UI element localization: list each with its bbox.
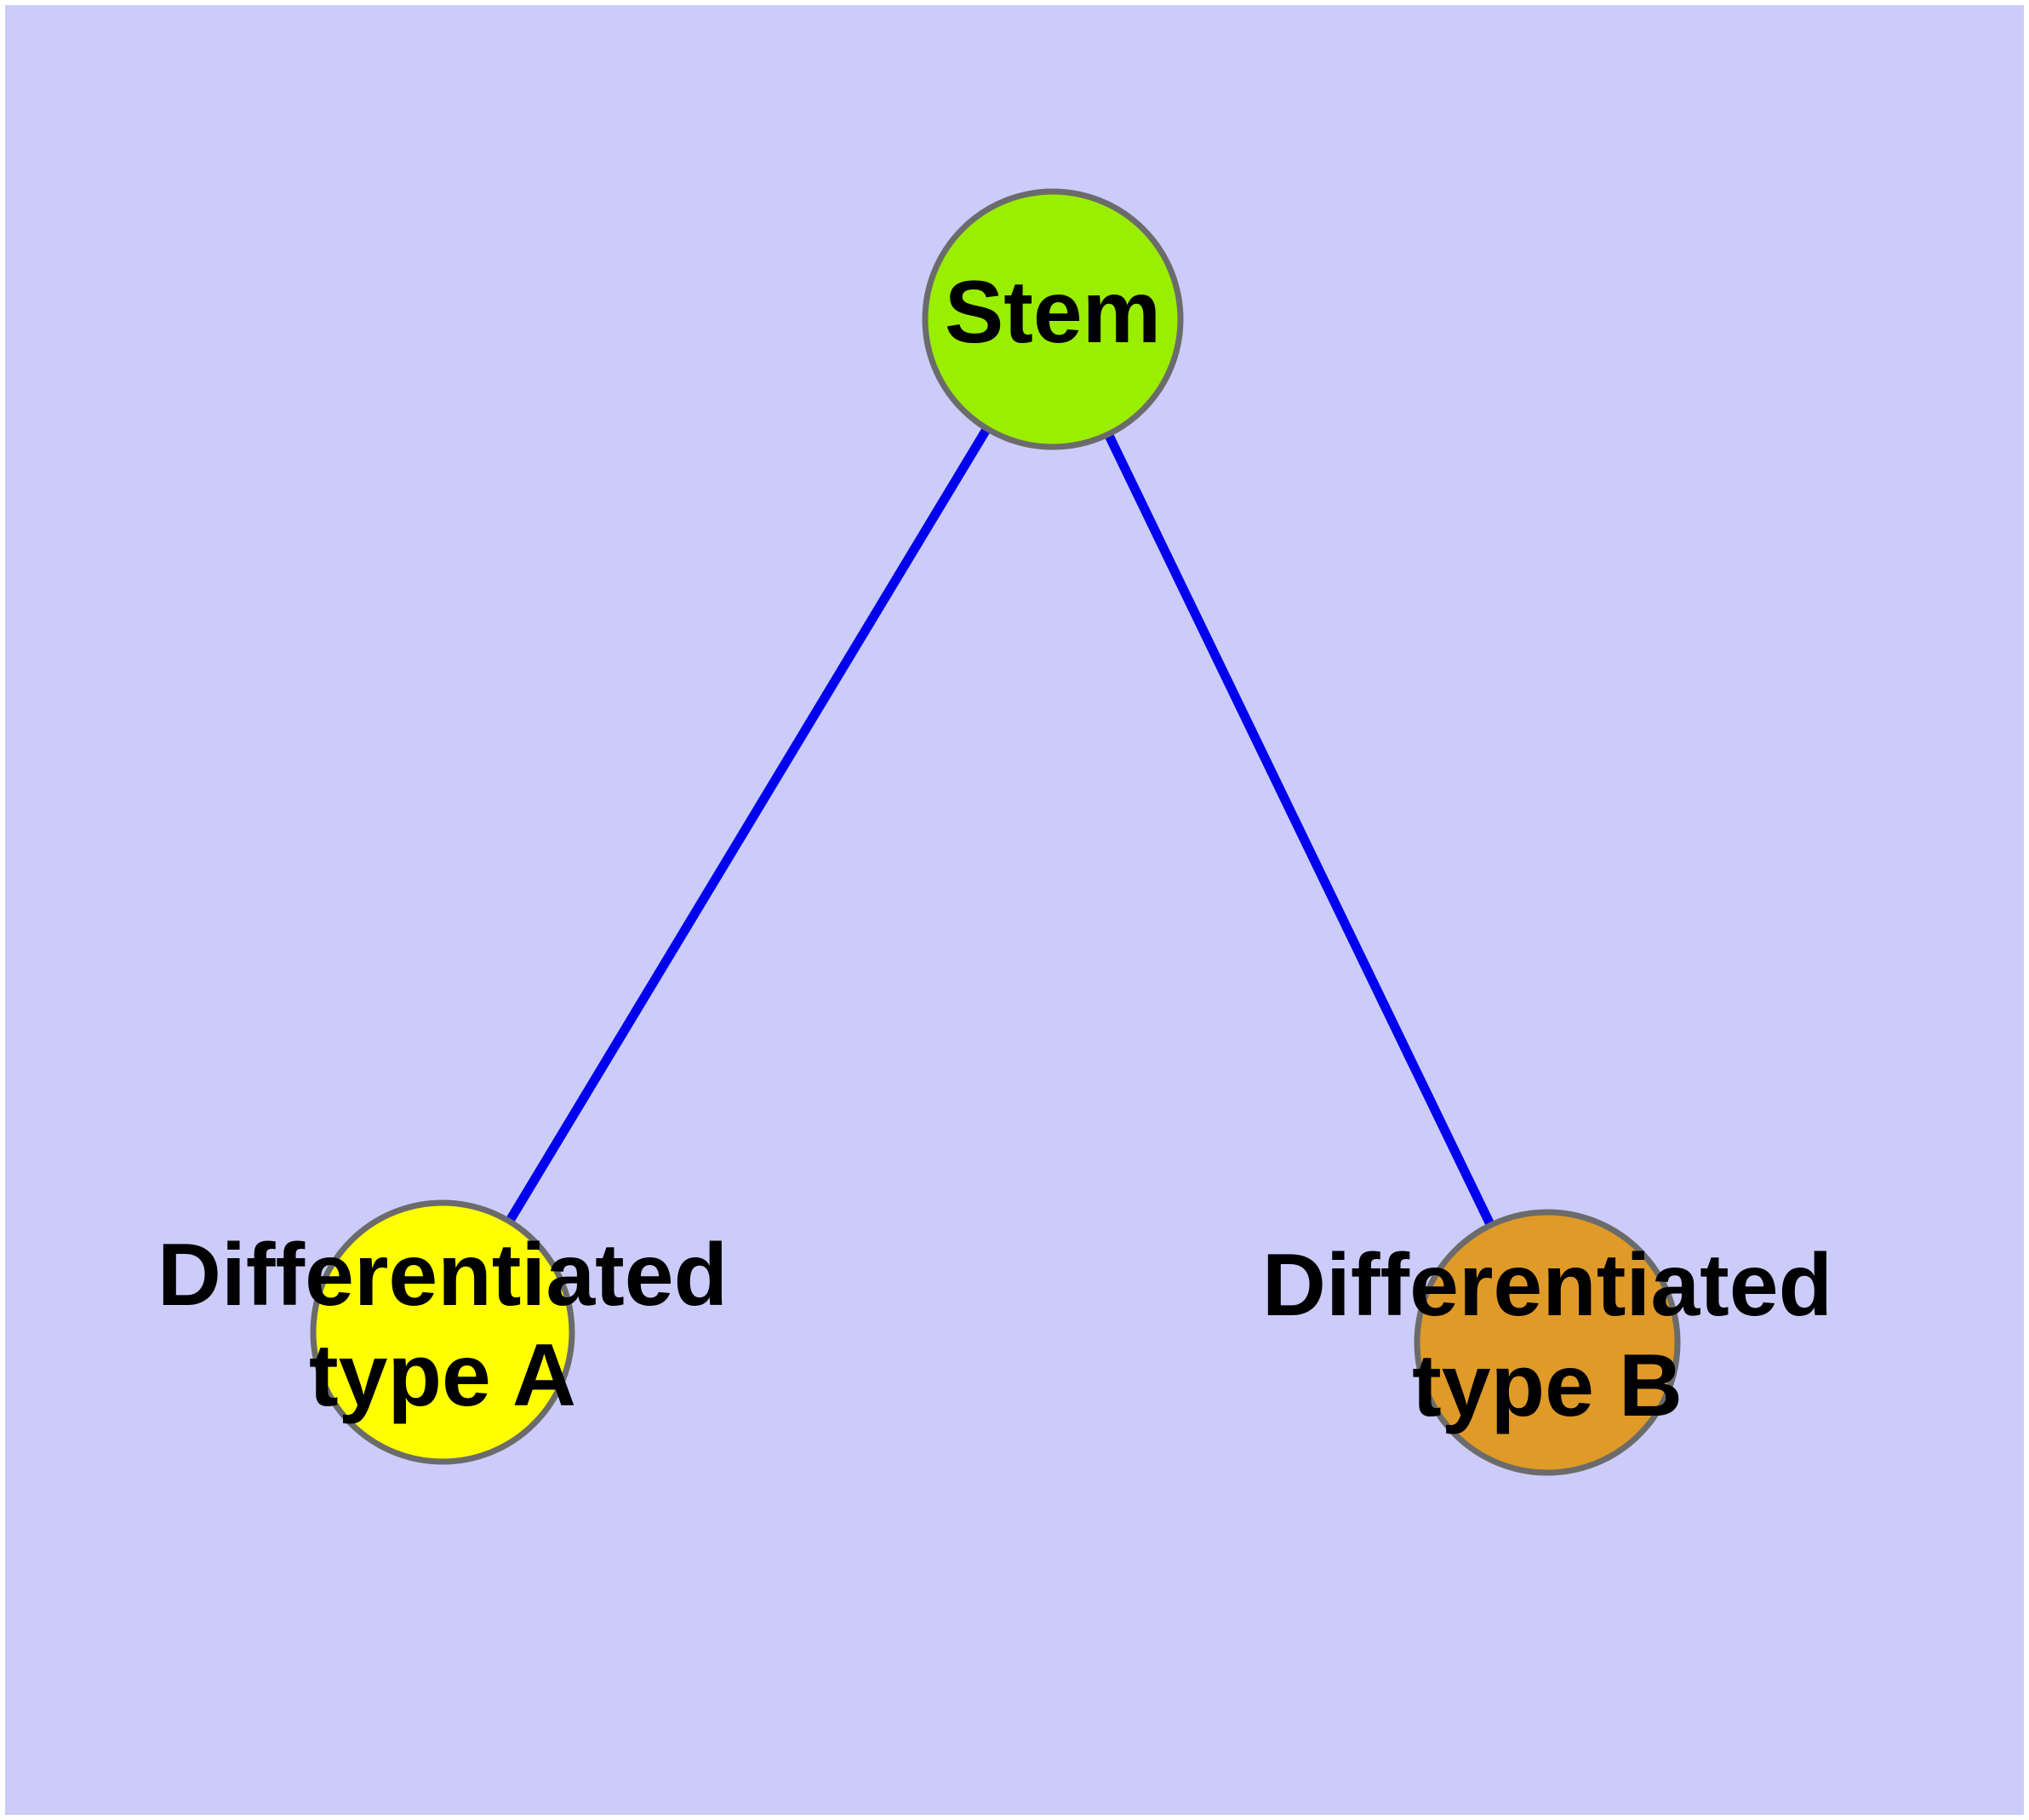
edge-layer bbox=[504, 424, 1496, 1229]
graph-edge[interactable] bbox=[504, 424, 992, 1226]
node-label-line: type B bbox=[1412, 1336, 1683, 1435]
node-label-line: Stem bbox=[945, 263, 1161, 362]
node-label-line: type A bbox=[309, 1326, 576, 1425]
graph-edge[interactable] bbox=[1103, 430, 1496, 1229]
node-circle[interactable] bbox=[310, 1199, 575, 1465]
node-label: Stem bbox=[945, 263, 1161, 362]
node-label-line: Differentiated bbox=[1262, 1237, 1832, 1336]
graph-node-stem[interactable]: Stem bbox=[922, 188, 1184, 450]
node-circle[interactable] bbox=[922, 188, 1184, 450]
node-label-line: Differentiated bbox=[157, 1227, 728, 1325]
node-circle[interactable] bbox=[1414, 1209, 1681, 1476]
